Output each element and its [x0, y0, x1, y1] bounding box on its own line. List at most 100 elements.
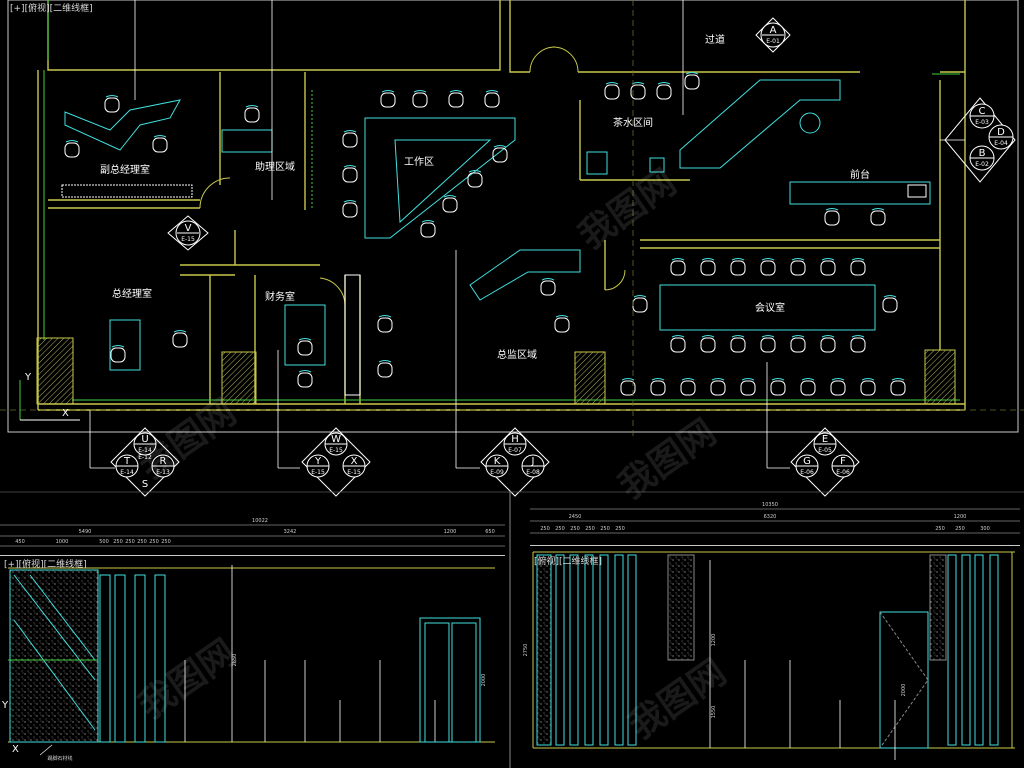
- room-meeting: 会议室: [755, 301, 785, 314]
- svg-text:E-06: E-06: [800, 469, 814, 476]
- svg-text:V: V: [185, 223, 192, 234]
- svg-text:T: T: [123, 456, 131, 467]
- room-assistant: 助理区域: [255, 160, 295, 173]
- svg-text:H: H: [511, 434, 519, 445]
- svg-text:S: S: [142, 479, 148, 490]
- svg-text:E-04: E-04: [994, 140, 1008, 147]
- svg-text:250: 250: [540, 526, 550, 532]
- room-corridor: 过道: [705, 33, 725, 46]
- elevation-tag-group-h: H E-07 K E-09 J E-08: [480, 427, 550, 497]
- svg-text:500: 500: [99, 539, 109, 545]
- svg-text:250: 250: [125, 539, 135, 545]
- svg-text:A: A: [770, 25, 777, 36]
- plan-viewport-label[interactable]: [+][俯视][二维线框]: [10, 4, 93, 14]
- svg-text:X: X: [351, 456, 358, 467]
- floor-plan: Y X 过道 茶水区间 副总经理室 助理区域 工作区 前台 总经理室 财务室 总…: [0, 0, 1024, 497]
- svg-text:X: X: [12, 744, 19, 755]
- svg-text:1200: 1200: [954, 514, 967, 520]
- left-baseboard-note: 踢脚石材线: [47, 755, 72, 762]
- room-work-area: 工作区: [404, 156, 434, 168]
- watermark-layer: 我图网 我图网 我图网 我图网 我图网: [132, 162, 734, 748]
- svg-text:E: E: [822, 434, 828, 445]
- elevation-tag-group-w: W E-15 Y E-15 X E-15: [301, 427, 371, 497]
- svg-text:E-07: E-07: [508, 447, 522, 454]
- svg-text:Y: Y: [1, 700, 9, 711]
- svg-text:2450: 2450: [569, 514, 582, 520]
- svg-text:E-13: E-13: [156, 469, 170, 476]
- plan-axis-y: Y: [24, 372, 32, 383]
- svg-text:6320: 6320: [764, 514, 777, 520]
- svg-text:F: F: [840, 456, 846, 467]
- svg-text:我图网: 我图网: [572, 162, 684, 258]
- left-elevation-viewport-label[interactable]: [+][俯视][二维线框]: [4, 560, 87, 570]
- svg-text:250: 250: [600, 526, 610, 532]
- svg-text:E-14: E-14: [138, 447, 152, 454]
- right-total-dim: 10350: [762, 502, 778, 508]
- left-total-dim: 10022: [252, 518, 268, 524]
- svg-text:我图网: 我图网: [622, 652, 734, 748]
- svg-text:B: B: [979, 148, 986, 159]
- svg-text:Y: Y: [314, 456, 322, 467]
- svg-text:300: 300: [980, 526, 990, 532]
- svg-text:2650: 2650: [232, 654, 238, 667]
- elevation-tag-v: V E-15: [167, 215, 209, 251]
- svg-text:250: 250: [935, 526, 945, 532]
- svg-text:J: J: [531, 456, 535, 467]
- svg-text:E-01: E-01: [766, 38, 780, 45]
- svg-text:C: C: [979, 106, 986, 117]
- svg-text:E-15: E-15: [311, 469, 325, 476]
- room-reception: 前台: [850, 168, 870, 181]
- svg-text:650: 650: [485, 529, 495, 535]
- svg-text:E-15: E-15: [181, 236, 195, 243]
- elevation-tag-cdb: C E-03 D E-04 B E-02: [944, 97, 1016, 183]
- svg-text:3242: 3242: [284, 529, 297, 535]
- svg-text:250: 250: [149, 539, 159, 545]
- svg-text:E-06: E-06: [836, 469, 850, 476]
- svg-text:250: 250: [570, 526, 580, 532]
- svg-text:250: 250: [585, 526, 595, 532]
- elevation-left: 10022 5490 3242 1200 650 450 1000 500 25…: [0, 518, 505, 762]
- svg-text:G: G: [803, 456, 811, 467]
- svg-text:250: 250: [161, 539, 171, 545]
- svg-text:1000: 1000: [56, 539, 69, 545]
- svg-text:E-05: E-05: [818, 447, 832, 454]
- right-elevation-viewport-label[interactable]: [俯视][二维线框]: [534, 557, 603, 567]
- svg-text:D: D: [997, 127, 1005, 138]
- elevation-tag-a: A E-01: [755, 17, 791, 53]
- room-gm-office: 总经理室: [112, 287, 152, 300]
- svg-text:250: 250: [555, 526, 565, 532]
- svg-text:E-15: E-15: [329, 447, 343, 454]
- room-finance: 财务室: [265, 290, 295, 303]
- svg-text:我图网: 我图网: [612, 412, 724, 508]
- room-vice-gm: 副总经理室: [100, 163, 150, 176]
- svg-text:2750: 2750: [523, 644, 529, 657]
- svg-text:5490: 5490: [79, 529, 92, 535]
- elevation-tag-group-u: U E-14 T E-14 R E-13 S E-12: [110, 427, 180, 497]
- svg-text:E-02: E-02: [975, 161, 989, 168]
- svg-text:W: W: [331, 434, 341, 445]
- elevation-tag-group-e: E E-05 G E-06 F E-06: [790, 427, 860, 497]
- svg-text:U: U: [141, 434, 148, 445]
- svg-text:450: 450: [15, 539, 25, 545]
- svg-text:E-03: E-03: [975, 119, 989, 126]
- svg-text:1200: 1200: [711, 634, 717, 647]
- svg-text:我图网: 我图网: [132, 632, 244, 728]
- svg-text:2000: 2000: [481, 674, 487, 687]
- svg-text:E-09: E-09: [490, 469, 504, 476]
- svg-text:1200: 1200: [444, 529, 457, 535]
- svg-text:E-15: E-15: [347, 469, 361, 476]
- svg-text:250: 250: [113, 539, 123, 545]
- plan-axis-x: X: [62, 408, 69, 419]
- elevation-right: 10350 2450 6320 1200 250 250 250 250 250…: [523, 502, 1020, 760]
- svg-text:E-08: E-08: [526, 469, 540, 476]
- svg-text:E-14: E-14: [120, 469, 134, 476]
- svg-text:R: R: [160, 456, 167, 467]
- svg-text:1550: 1550: [711, 706, 717, 719]
- svg-text:250: 250: [615, 526, 625, 532]
- room-tea-area: 茶水区间: [613, 116, 653, 129]
- svg-text:2000: 2000: [901, 684, 907, 697]
- svg-text:K: K: [494, 456, 501, 467]
- svg-text:250: 250: [137, 539, 147, 545]
- svg-text:E-12: E-12: [138, 454, 152, 461]
